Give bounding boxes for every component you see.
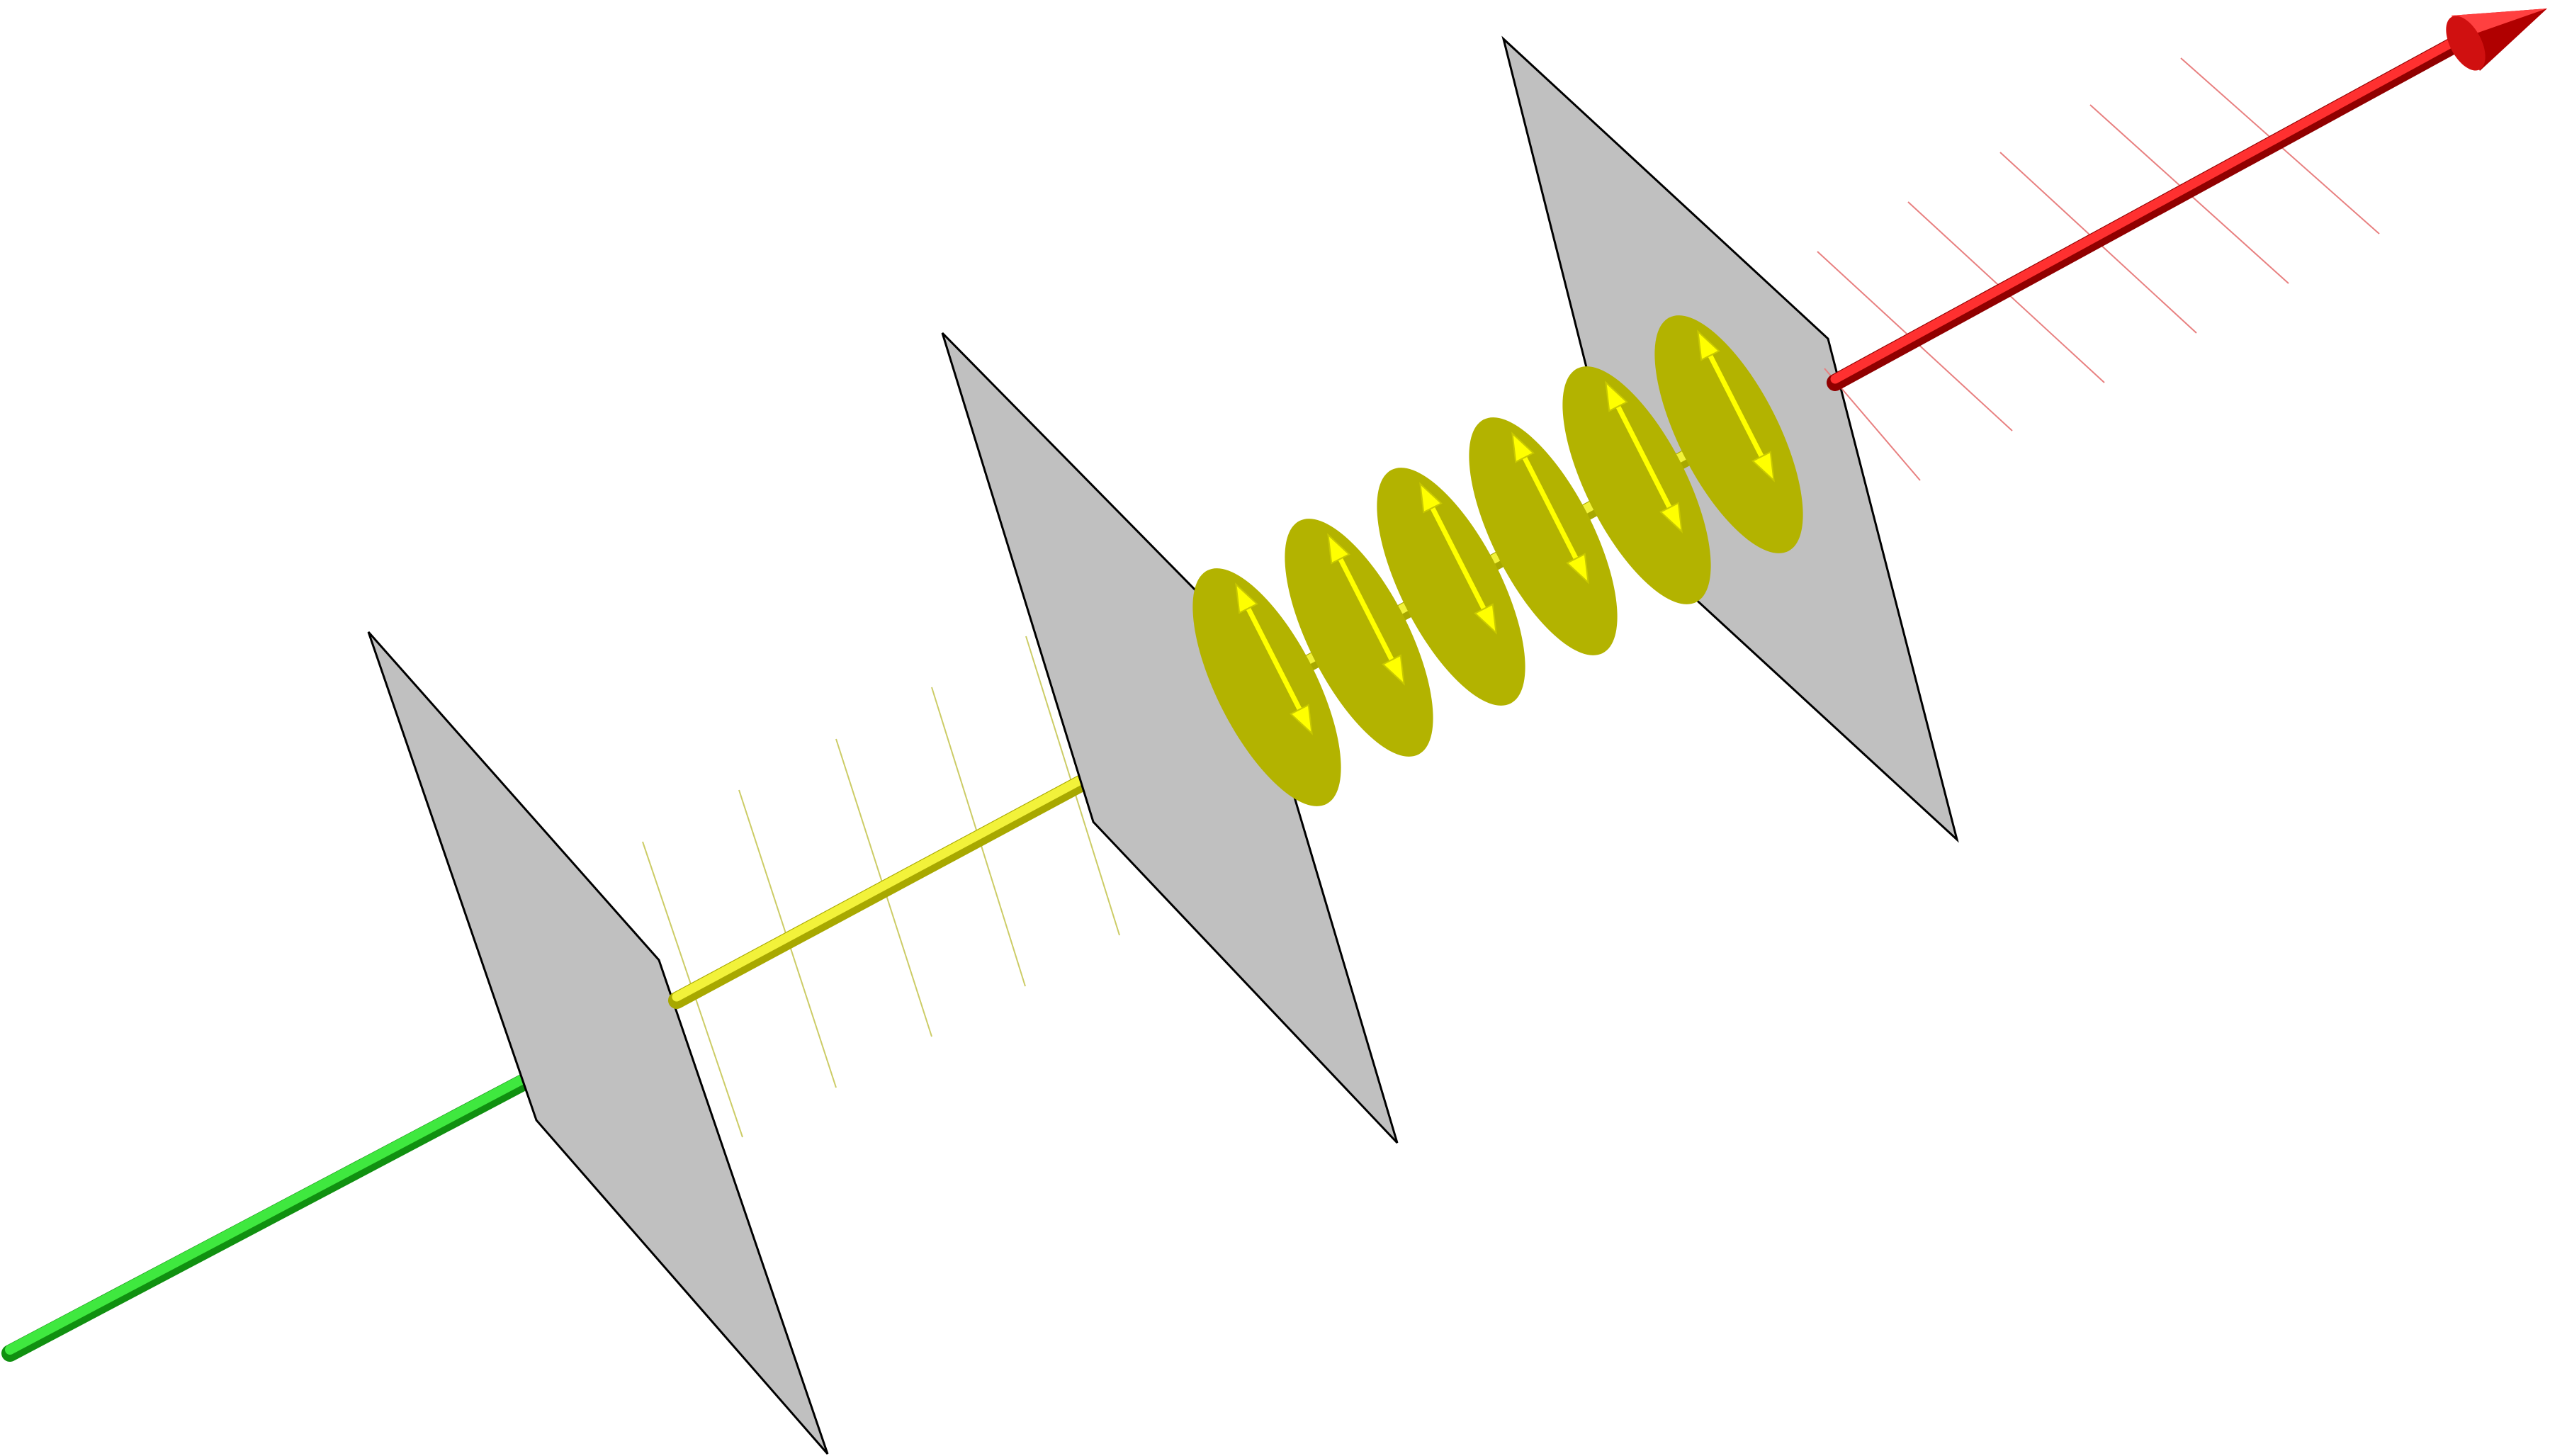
polarization-arrow <box>1328 538 1404 680</box>
polarization-arrow <box>1698 335 1774 477</box>
red-field-lines <box>1817 57 2380 481</box>
polarization-disc <box>1285 519 1433 757</box>
arrowhead-icon <box>1235 582 1258 614</box>
arrowhead-icon <box>1474 603 1497 635</box>
arrowhead-icon <box>1419 482 1443 514</box>
polarization-arrow <box>1236 588 1312 730</box>
polarization-discs <box>1192 315 1803 806</box>
arrowhead-icon <box>1566 553 1589 585</box>
polarization-arrow <box>1606 386 1682 528</box>
arrowhead-icon <box>1697 329 1720 361</box>
polarization-arrow <box>1420 487 1496 629</box>
arrowhead-icon <box>1605 380 1628 412</box>
green-input-beam-highlight <box>5 1035 602 1355</box>
polarization-disc <box>1192 568 1341 806</box>
arrowhead-icon <box>1327 533 1350 565</box>
red-output-beam-highlight <box>1830 34 2464 384</box>
polarizer-plate-2 <box>941 332 1399 1144</box>
polarization-disc <box>1654 315 1803 553</box>
arrowhead-icon <box>1511 431 1535 463</box>
arrowhead-icon <box>1382 654 1405 686</box>
polarization-arrow <box>1512 437 1589 579</box>
polarization-disc <box>1562 366 1711 604</box>
arrowhead-icon <box>1659 502 1683 534</box>
polarizer-plate-1 <box>367 631 829 1455</box>
arrowhead-icon <box>1751 451 1775 482</box>
arrowhead-icon <box>1290 704 1313 735</box>
polarization-disc <box>1377 468 1525 706</box>
polarization-disc <box>1469 417 1618 655</box>
red-arrowhead-icon <box>2446 9 2547 71</box>
